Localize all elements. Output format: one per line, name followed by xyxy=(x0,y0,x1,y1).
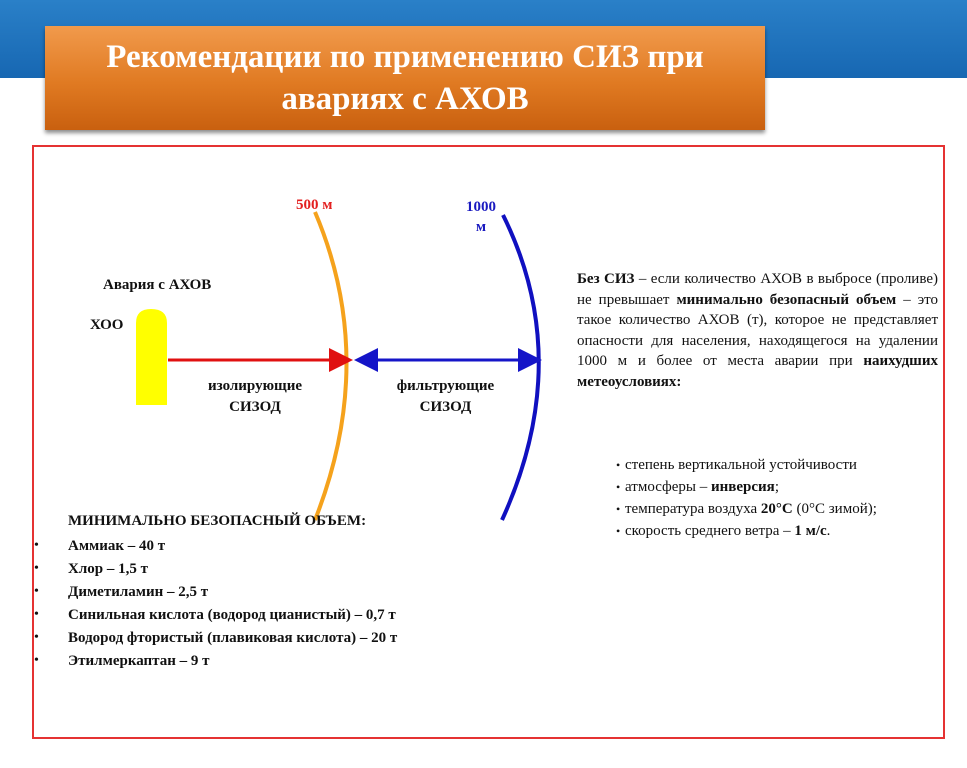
list-item: •Аммиак – 40 т xyxy=(34,538,397,561)
condition-item: •атмосферы – инверсия; xyxy=(616,479,779,495)
page-title: Рекомендации по применению СИЗ при авари… xyxy=(106,39,704,117)
substance-text: Водород фтористый (плавиковая кислота) –… xyxy=(68,630,398,646)
condition-text: (0°С зимой); xyxy=(792,501,877,517)
zone-filtering-label: фильтрующие СИЗОД xyxy=(396,378,495,415)
condition-text: скорость среднего ветра – xyxy=(625,523,795,539)
list-item: •Хлор – 1,5 т xyxy=(34,561,397,584)
source-label: ХОО xyxy=(90,317,124,333)
condition-item: •степень вертикальной устойчивости xyxy=(616,454,936,476)
accident-label: Авария с АХОВ xyxy=(103,277,212,293)
desc-text-1: – если количество АХОВ в выбросе (пролив… xyxy=(577,271,938,308)
condition-bold: 20°С xyxy=(760,501,793,517)
min-safe-volume-title: МИНИМАЛЬНО БЕЗОПАСНЫЙ ОБЪЕМ: xyxy=(68,513,367,529)
substance-text: Синильная кислота (водород цианистый) – … xyxy=(68,607,396,623)
list-item: •Синильная кислота (водород цианистый) –… xyxy=(34,607,397,630)
zone-isolating-label: изолирующие СИЗОД xyxy=(207,378,302,415)
desc-bold-3: наихудших метеоусловиях: xyxy=(577,353,938,390)
content-frame xyxy=(32,145,945,739)
condition-text: . xyxy=(826,523,831,539)
condition-text: атмосферы – xyxy=(625,479,711,495)
substance-text: Этилмеркаптан – 9 т xyxy=(68,653,210,669)
source-container xyxy=(136,309,167,405)
condition-item: •скорость среднего ветра – 1 м/с. xyxy=(616,523,831,539)
substance-text: Хлор – 1,5 т xyxy=(68,561,148,577)
condition-item: •температура воздуха 20°С (0°С зимой); xyxy=(616,501,877,517)
distance-label-1000: 1000 м xyxy=(466,199,496,235)
substances-list: •Аммиак – 40 т •Хлор – 1,5 т •Диметилами… xyxy=(34,538,397,676)
substance-text: Аммиак – 40 т xyxy=(68,538,166,554)
desc-bold-1: Без СИЗ xyxy=(577,271,635,287)
condition-bold: инверсия xyxy=(711,479,775,495)
substance-text: Диметиламин – 2,5 т xyxy=(68,584,209,600)
condition-text: температура воздуха xyxy=(625,501,761,517)
arc-1000m xyxy=(500,214,541,521)
desc-bold-2: минимально безопасный объем xyxy=(676,291,897,308)
weather-conditions-list: •степень вертикальной устойчивости •атмо… xyxy=(616,454,936,542)
list-item: •Этилмеркаптан – 9 т xyxy=(34,653,397,676)
distance-label-500: 500 м xyxy=(296,197,333,213)
arc-500m xyxy=(313,211,349,521)
condition-text: ; xyxy=(774,479,779,495)
condition-bold: 1 м/с xyxy=(794,523,827,539)
list-item: •Водород фтористый (плавиковая кислота) … xyxy=(34,630,397,653)
list-item: •Диметиламин – 2,5 т xyxy=(34,584,397,607)
no-ppe-description: Без СИЗ – если количество АХОВ в выбросе… xyxy=(577,269,938,392)
desc-text-2: – это такое количество АХОВ (т), которое… xyxy=(577,291,939,370)
condition-text: степень вертикальной устойчивости xyxy=(625,457,857,473)
title-banner: Рекомендации по применению СИЗ при авари… xyxy=(45,26,765,130)
